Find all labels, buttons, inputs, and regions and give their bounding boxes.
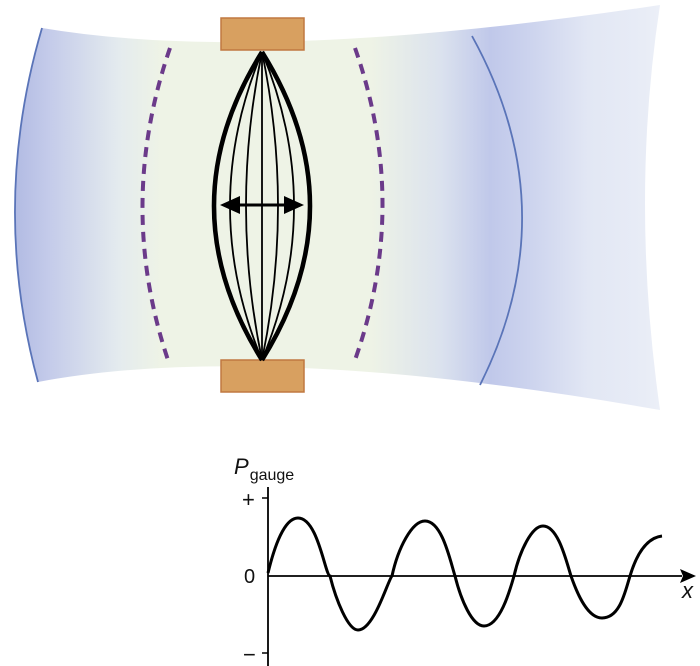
- sound-wave-region: [14, 5, 660, 410]
- right-wavefront-line: [471, 35, 523, 386]
- plus-label: +: [242, 487, 255, 512]
- left-wavefront-line: [14, 27, 43, 383]
- vibration-arrow: [220, 196, 304, 214]
- y-axis-label: Pgauge: [234, 454, 294, 484]
- right-dashed-wavefront: [353, 47, 385, 361]
- x-axis-label: x: [681, 578, 694, 603]
- pressure-graph: Pgauge + 0 − x: [234, 454, 696, 666]
- left-dashed-wavefront: [140, 47, 172, 361]
- top-clamp: [220, 17, 305, 51]
- minus-label: −: [243, 642, 256, 666]
- pressure-curve: [266, 516, 663, 632]
- bottom-clamp: [220, 359, 305, 393]
- zero-label: 0: [244, 566, 255, 588]
- x-axis-arrowhead: [680, 569, 696, 583]
